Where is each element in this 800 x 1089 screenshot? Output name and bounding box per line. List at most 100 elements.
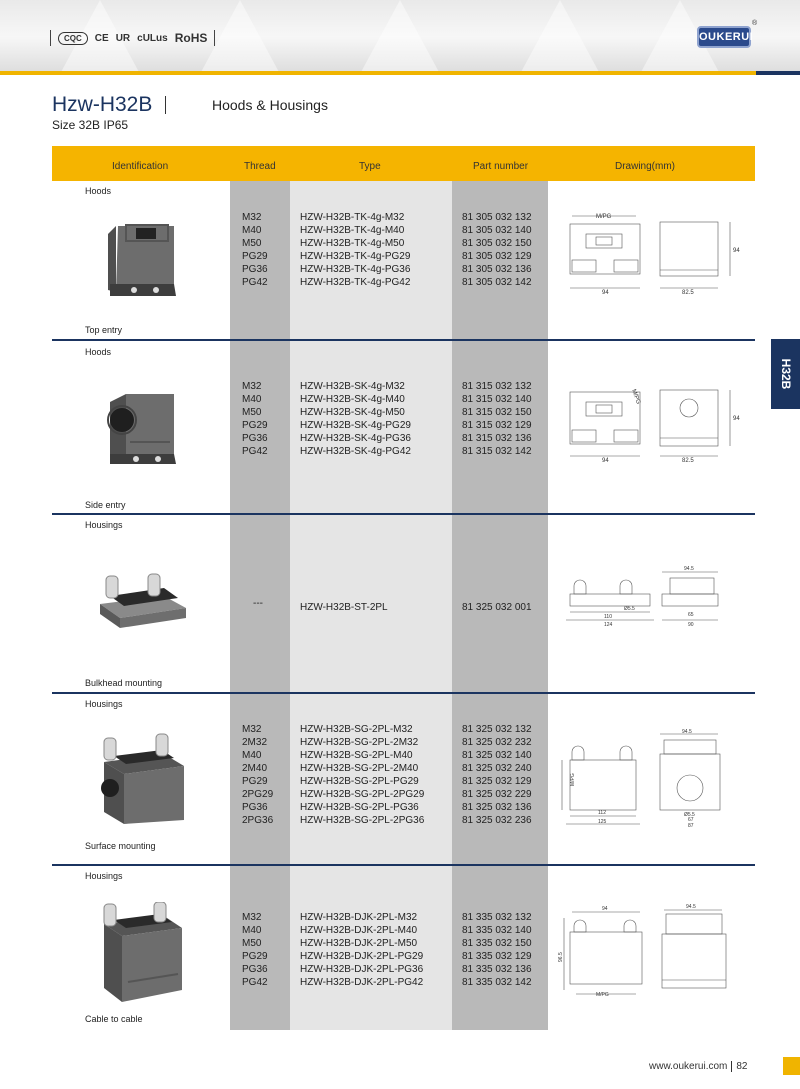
part-list: 81 315 032 132 81 315 032 140 81 315 032…	[462, 380, 532, 458]
type-cell: HZW-H32B-SG-2PL-2PG29	[300, 789, 425, 800]
dim-label: 67	[688, 817, 694, 823]
row-divider	[52, 692, 755, 694]
thread-cell: PG42	[242, 977, 268, 988]
type-cell: HZW-H32B-DJK-2PL-PG42	[300, 977, 424, 988]
website-link[interactable]: www.oukerui.com	[649, 1061, 728, 1073]
cert-separator	[50, 30, 51, 46]
part-cell: 81 315 032 136	[462, 433, 532, 444]
type-cell: HZW-H32B-SK-4g-M32	[300, 381, 405, 392]
dim-label: 112	[598, 810, 606, 816]
part-cell: 81 305 032 150	[462, 238, 532, 249]
type-cell: HZW-H32B-SK-4g-M50	[300, 407, 405, 418]
dim-label: 94.5	[686, 904, 696, 910]
part-cell: 81 305 032 136	[462, 264, 532, 275]
thread-cell: PG36	[242, 802, 268, 813]
table-header: Identification Thread Type Part number D…	[52, 146, 755, 181]
thread-cell: PG29	[242, 251, 268, 262]
side-entry-drawing: M/PG 94 94 82.5	[569, 389, 740, 464]
side-entry-hood-image	[107, 394, 176, 464]
part-cell: 81 335 032 150	[462, 938, 532, 949]
part-list: 81 335 032 132 81 335 032 140 81 335 032…	[462, 911, 532, 989]
footer-accent-bar	[783, 1057, 800, 1075]
footer-separator	[731, 1061, 733, 1072]
bulkhead-housing-image	[100, 573, 186, 628]
part-column-bg	[452, 181, 548, 1030]
header-type: Type	[359, 161, 381, 172]
dim-label: 94	[733, 416, 740, 422]
row-divider	[52, 864, 755, 866]
banner-pattern	[520, 0, 600, 74]
row-category: Housings	[85, 520, 123, 530]
thread-cell: M50	[242, 407, 262, 418]
header-drawing: Drawing(mm)	[615, 161, 675, 172]
row-divider	[52, 513, 755, 515]
thread-list: M32 2M32 M40 2M40 PG29 2PG29 PG36 2PG36	[242, 723, 273, 827]
dim-label: M/PG	[570, 773, 576, 786]
thread-cell: M50	[242, 238, 262, 249]
dim-label: M/PG	[596, 214, 612, 220]
thread-cell: 2M32	[242, 737, 268, 748]
thread-list: ---	[253, 597, 263, 610]
ur-icon: UR	[115, 32, 131, 44]
type-list: HZW-H32B-SK-4g-M32 HZW-H32B-SK-4g-M40 HZ…	[300, 380, 411, 458]
thread-cell: PG29	[242, 776, 268, 787]
row-category: Hoods	[85, 186, 112, 196]
thread-cell: M40	[242, 925, 262, 936]
dim-label: 82.5	[682, 290, 694, 296]
type-column-bg	[290, 181, 452, 1030]
type-list: HZW-H32B-SG-2PL-M32 HZW-H32B-SG-2PL-2M32…	[300, 723, 424, 827]
type-cell: HZW-H32B-TK-4g-M50	[300, 238, 405, 249]
part-cell: 81 325 032 129	[462, 776, 532, 787]
type-cell: HZW-H32B-SG-2PL-M40	[300, 750, 413, 761]
row-divider	[52, 339, 755, 341]
surface-housing-image	[101, 733, 184, 824]
thread-cell: PG29	[242, 951, 268, 962]
type-cell: HZW-H32B-DJK-2PL-M50	[300, 938, 418, 949]
type-cell: HZW-H32B-TK-4g-M40	[300, 225, 405, 236]
dim-label: 94	[602, 458, 609, 464]
thread-cell: M50	[242, 938, 262, 949]
type-cell: HZW-H32B-TK-4g-M32	[300, 212, 405, 223]
banner-pattern	[60, 0, 140, 74]
part-cell: 81 325 032 001	[462, 602, 532, 613]
row-caption: Cable to cable	[85, 1014, 143, 1024]
dim-label: 94	[602, 906, 608, 912]
part-cell: 81 325 032 132	[462, 724, 532, 735]
thread-cell: M32	[242, 912, 262, 923]
type-cell: HZW-H32B-ST-2PL	[300, 602, 388, 613]
side-tab-label: H32B	[778, 358, 793, 390]
thread-cell: 2M40	[242, 763, 268, 774]
dim-label: M/PG	[596, 992, 609, 998]
dim-label: 87	[688, 823, 694, 828]
thread-cell: M40	[242, 394, 262, 405]
banner-pattern	[200, 0, 280, 74]
model-title: Hzw-H32B	[52, 93, 153, 116]
part-cell: 81 325 032 140	[462, 750, 532, 761]
type-cell: HZW-H32B-SG-2PL-M32	[300, 724, 413, 735]
ce-icon: CE	[94, 32, 109, 44]
type-list: HZW-H32B-TK-4g-M32 HZW-H32B-TK-4g-M40 HZ…	[300, 211, 410, 289]
thread-list: M32 M40 M50 PG29 PG36 PG42	[242, 211, 268, 289]
type-cell: HZW-H32B-SK-4g-PG42	[300, 446, 411, 457]
thread-cell: ---	[253, 598, 263, 609]
row-caption: Surface mounting	[85, 841, 156, 851]
thread-list: M32 M40 M50 PG29 PG36 PG42	[242, 380, 268, 458]
type-cell: HZW-H32B-SK-4g-PG29	[300, 420, 411, 431]
thread-cell: PG36	[242, 433, 268, 444]
dim-label: 110	[604, 614, 612, 620]
thread-cell: M40	[242, 750, 262, 761]
thread-cell: M32	[242, 381, 262, 392]
top-banner: CQC CE UR cULus RoHS OUKERUI ®	[0, 0, 800, 74]
type-cell: HZW-H32B-TK-4g-PG36	[300, 264, 411, 275]
part-list: 81 325 032 001	[462, 601, 532, 614]
row-category: Housings	[85, 871, 123, 881]
registered-mark: ®	[752, 20, 758, 27]
thread-cell: PG36	[242, 264, 268, 275]
part-cell: 81 335 032 142	[462, 977, 532, 988]
type-cell: HZW-H32B-DJK-2PL-M32	[300, 912, 418, 923]
certification-strip: CQC CE UR cULus RoHS	[50, 30, 216, 46]
type-cell: HZW-H32B-SG-2PL-PG36	[300, 802, 419, 813]
thread-cell: 2PG36	[242, 815, 274, 826]
culus-icon: cULus	[137, 32, 168, 44]
